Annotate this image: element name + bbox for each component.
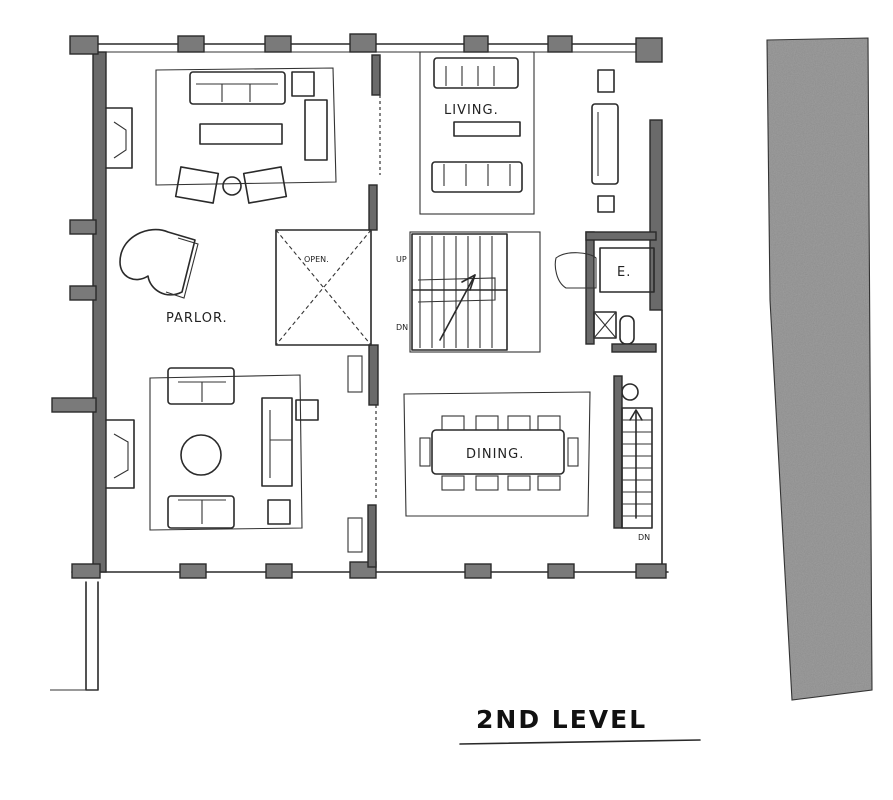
- left-piers: [51, 219, 97, 413]
- fireplace-lower: [105, 419, 135, 489]
- rear-stair-down-label: DN: [638, 533, 650, 542]
- parlor-lower-seating: [149, 355, 363, 553]
- fireplace-upper: [105, 107, 133, 169]
- interior-walls: [367, 54, 381, 568]
- parlor-label: PARLOR.: [166, 311, 228, 326]
- open-atrium: [275, 229, 372, 346]
- grand-piano: [119, 228, 199, 299]
- open-atrium-label: OPEN.: [304, 255, 329, 264]
- dining-table-set: [403, 391, 591, 517]
- service-core: [554, 231, 657, 401]
- bottom-piers: [71, 561, 667, 579]
- drawing-title: 2ND LEVEL: [476, 705, 647, 734]
- title-underline: [459, 739, 701, 745]
- parlor-upper-seating: [155, 67, 337, 204]
- rear-stair: [613, 375, 653, 529]
- living-seating: [419, 51, 619, 215]
- main-stair: [409, 231, 541, 353]
- top-piers: [69, 33, 663, 63]
- adjacent-building-shading: [766, 37, 873, 701]
- main-stair-down-label: DN: [396, 323, 408, 332]
- living-label: LIVING.: [444, 103, 499, 118]
- elevator-label: E.: [617, 265, 631, 280]
- main-stair-up-label: UP: [396, 255, 407, 264]
- dining-label: DINING.: [466, 447, 524, 462]
- exterior-walls: [50, 43, 669, 691]
